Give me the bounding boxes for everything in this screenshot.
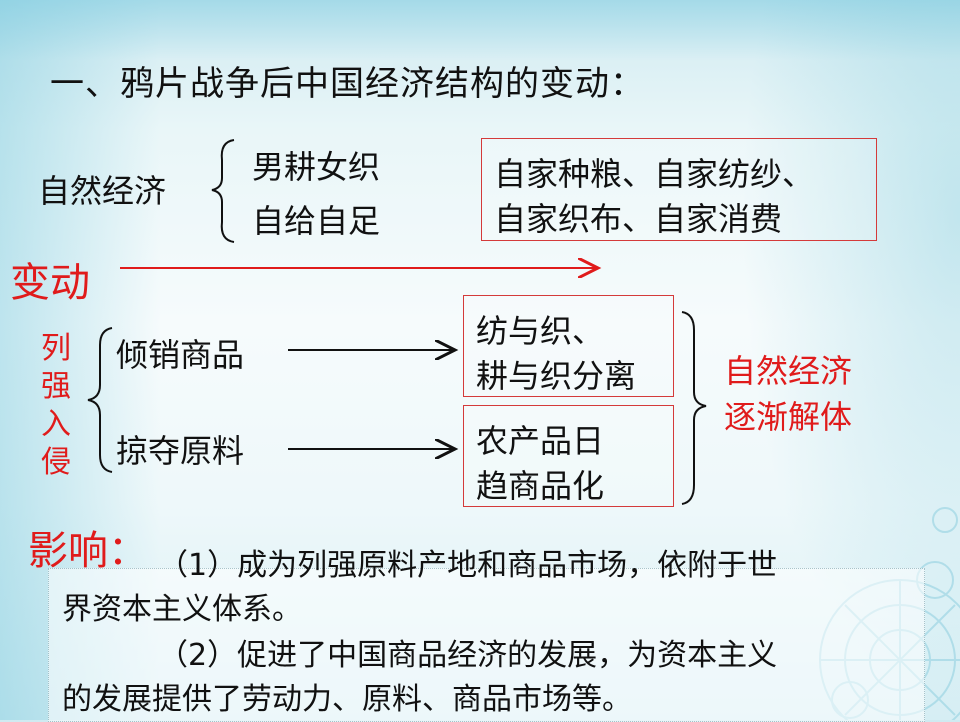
impact-p1-line1: （1）成为列强原料产地和商品市场，依附于世 [158, 548, 778, 583]
impact-p1-line2: 界资本主义体系。 [62, 592, 302, 627]
natural-economy-item-2: 自给自足 [252, 202, 381, 240]
invasion-brace [87, 327, 113, 473]
natural-economy-box: 自家种粮、自家纺纱、 自家织布、自家消费 [481, 138, 877, 241]
invasion-char-3: 入 [41, 407, 71, 442]
results-brace [681, 311, 707, 505]
natural-economy-brace [211, 139, 235, 243]
conclusion-line-1: 自然经济 [724, 352, 853, 390]
background-top-gradient [0, 0, 960, 60]
natural-economy-box-line-1: 自家种粮、自家纺纱、 [494, 155, 815, 193]
natural-economy-item-1: 男耕女织 [252, 148, 381, 186]
change-label: 变动 [10, 260, 90, 306]
invasion-char-4: 侵 [41, 445, 71, 480]
result-box-1: 纺与织、 耕与织分离 [463, 295, 674, 397]
impact-notes-panel [48, 568, 925, 722]
result-box-1-line-2: 耕与织分离 [476, 357, 637, 395]
dumping-goods-label: 倾销商品 [116, 336, 245, 374]
result-box-2-line-2: 趋商品化 [476, 467, 605, 505]
impact-p2-line2: 的发展提供了劳动力、原料、商品市场等。 [62, 682, 632, 717]
plunder-materials-label: 掠夺原料 [116, 432, 245, 470]
impact-p2-line1: （2）促进了中国商品经济的发展，为资本主义 [158, 638, 778, 673]
invasion-char-1: 列 [41, 331, 71, 366]
conclusion-line-2: 逐渐解体 [724, 398, 853, 436]
result-box-1-line-1: 纺与织、 [476, 312, 605, 350]
natural-economy-box-line-2: 自家织布、自家消费 [494, 200, 783, 238]
invasion-label: 列 强 入 侵 [36, 330, 76, 482]
result-box-2: 农产品日 趋商品化 [463, 405, 674, 507]
page-title: 一、鸦片战争后中国经济结构的变动： [50, 64, 645, 104]
invasion-char-2: 强 [41, 369, 71, 404]
result-box-2-line-1: 农产品日 [476, 422, 605, 460]
natural-economy-label: 自然经济 [38, 172, 167, 210]
impact-label: 影响： [28, 528, 148, 574]
